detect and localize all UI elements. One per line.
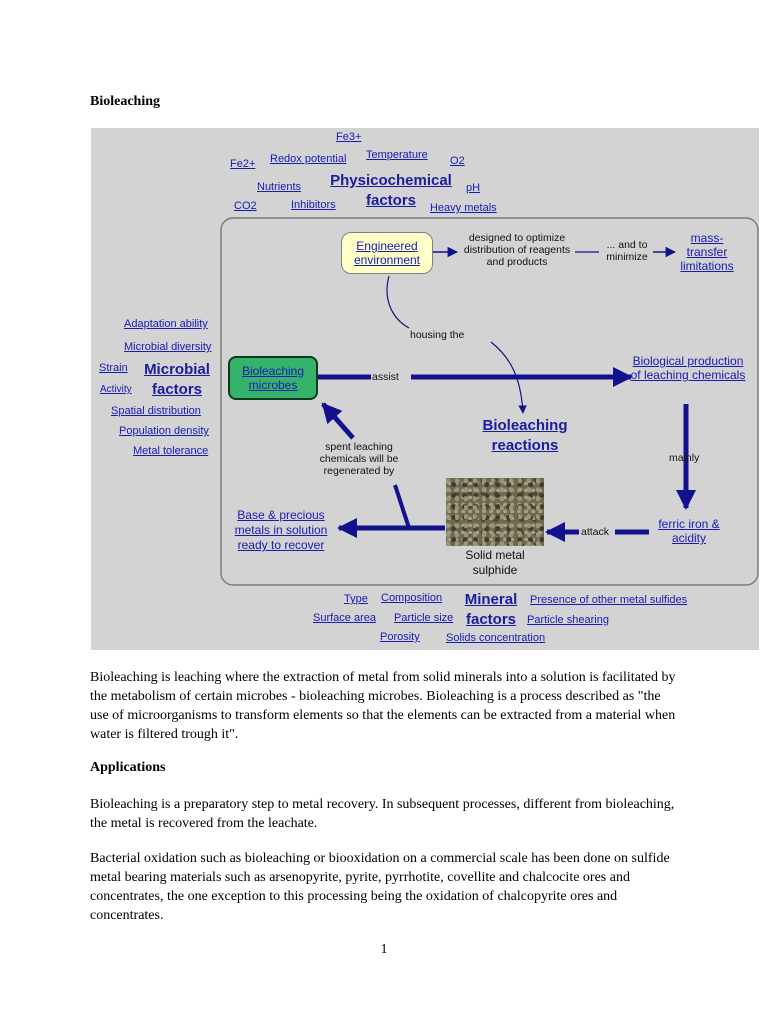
- link-and-to-minimize: ... and to minimize: [606, 239, 648, 263]
- node-mass-transfer-limitations[interactable]: mass-transfer limitations: [680, 231, 734, 273]
- factor-co2[interactable]: CO2: [234, 200, 257, 212]
- link-spent-leaching-chemicals: spent leaching chemicals will be regener…: [319, 441, 399, 477]
- factor-fe3[interactable]: Fe3+: [336, 131, 362, 143]
- node-engineered-environment[interactable]: Engineered environment: [341, 232, 433, 274]
- node-solid-metal-sulphide: Solid metal sulphide: [465, 548, 525, 577]
- microbial-factors-label[interactable]: Microbial factors: [144, 361, 210, 398]
- link-attack: attack: [581, 526, 610, 538]
- factor-solids-concentration[interactable]: Solids concentration: [446, 632, 546, 644]
- factor-nutrients[interactable]: Nutrients: [257, 181, 302, 193]
- factor-type[interactable]: Type: [344, 593, 368, 605]
- factor-o2[interactable]: O2: [450, 155, 465, 167]
- applications-paragraph-2: Bacterial oxidation such as bioleaching …: [90, 851, 670, 923]
- factor-temperature[interactable]: Temperature: [366, 149, 428, 161]
- node-bioleaching-reactions[interactable]: Bioleaching reactions: [482, 417, 568, 454]
- factor-microbial-diversity[interactable]: Microbial diversity: [124, 341, 212, 353]
- node-base-precious-metals[interactable]: Base & precious metals in solution ready…: [234, 508, 328, 552]
- factor-inhibitors[interactable]: Inhibitors: [291, 199, 336, 211]
- factor-porosity[interactable]: Porosity: [380, 631, 420, 643]
- factor-particle-shearing[interactable]: Particle shearing: [527, 614, 609, 626]
- factor-metal-tolerance[interactable]: Metal tolerance: [133, 445, 209, 457]
- node-biological-production[interactable]: Biological production of leaching chemic…: [630, 354, 746, 382]
- intro-paragraph: Bioleaching is leaching where the extrac…: [90, 670, 676, 742]
- line-engineered-to-housing: [386, 275, 410, 329]
- link-mainly: mainly: [669, 452, 700, 464]
- applications-paragraph-1: Bioleaching is a preparatory step to met…: [90, 797, 675, 831]
- factor-heavy-metals[interactable]: Heavy metals: [430, 202, 497, 214]
- applications-heading: Applications: [90, 760, 166, 775]
- factor-fe2[interactable]: Fe2+: [230, 158, 256, 170]
- node-bioleaching-microbes[interactable]: Bioleaching microbes: [228, 356, 318, 400]
- factor-surface-area[interactable]: Surface area: [313, 612, 376, 624]
- factor-population-density[interactable]: Population density: [119, 425, 209, 437]
- link-housing-the: housing the: [410, 329, 465, 341]
- factor-strain[interactable]: Strain: [99, 362, 128, 374]
- factor-redox-potential[interactable]: Redox potential: [270, 153, 347, 165]
- factor-ph[interactable]: pH: [466, 182, 481, 194]
- link-designed-to-optimize: designed to optimize distribution of rea…: [463, 232, 571, 268]
- page-number: 1: [380, 942, 388, 957]
- node-ferric-iron-acidity[interactable]: ferric iron & acidity: [658, 517, 720, 545]
- arrow-housing-to-reactions: [490, 341, 527, 414]
- link-assist: assist: [372, 371, 399, 383]
- factor-particle-size[interactable]: Particle size: [394, 612, 454, 624]
- document-title: Bioleaching: [90, 94, 161, 109]
- factor-composition[interactable]: Composition: [381, 592, 443, 604]
- factor-adaptation-ability[interactable]: Adaptation ability: [124, 318, 208, 330]
- concept-map-connectors: [220, 217, 759, 586]
- bioleaching-concept-map: Fe3+ Fe2+ Redox potential Temperature O2…: [91, 128, 759, 650]
- physicochemical-factors-label[interactable]: Physicochemical factors: [330, 172, 452, 209]
- engineered-environment-boundary: [220, 217, 759, 586]
- arrow-spent-to-microbes: [321, 402, 355, 440]
- factor-spatial-distribution[interactable]: Spatial distribution: [111, 405, 201, 417]
- mineral-factors-label[interactable]: Mineral factors: [464, 591, 518, 628]
- factor-presence-of-other-metal-sulfides[interactable]: Presence of other metal sulfides: [530, 594, 688, 606]
- line-base-to-spent: [393, 484, 411, 529]
- solid-metal-photo: [446, 478, 544, 546]
- factor-activity[interactable]: Activity: [100, 384, 132, 395]
